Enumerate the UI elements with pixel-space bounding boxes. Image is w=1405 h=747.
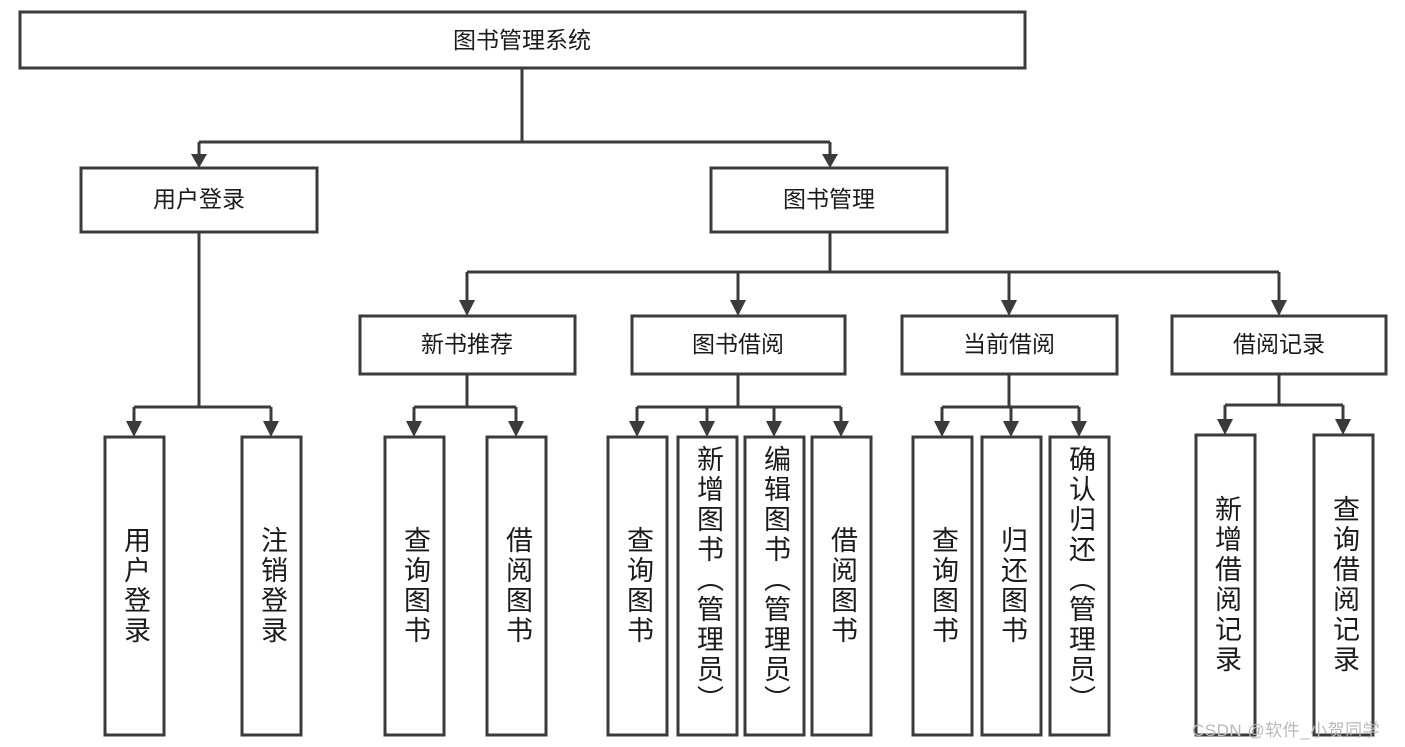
node-book-borrow[interactable]: 图书借阅 [630, 314, 847, 376]
leaf-box[interactable] [1194, 433, 1257, 737]
leaf-group-borrow-record [1194, 433, 1375, 737]
node-new-book-recommend-label: 新书推荐 [421, 331, 513, 357]
leaf-box[interactable] [606, 435, 669, 737]
leaf-group-book-borrow [606, 435, 873, 737]
node-root-system[interactable]: 图书管理系统 [18, 10, 1027, 70]
leaf-box[interactable] [980, 435, 1043, 737]
node-book-management[interactable]: 图书管理 [709, 166, 949, 234]
leaf-box[interactable] [743, 435, 806, 737]
node-borrow-record[interactable]: 借阅记录 [1170, 314, 1388, 376]
leaf-box[interactable] [1048, 435, 1111, 737]
leaf-box[interactable] [240, 435, 303, 737]
leaf-box[interactable] [911, 435, 974, 737]
node-borrow-record-label: 借阅记录 [1233, 331, 1325, 357]
leaf-box[interactable] [1312, 433, 1375, 737]
leaf-box[interactable] [485, 435, 548, 737]
leaf-box[interactable] [103, 435, 166, 737]
node-current-borrow[interactable]: 当前借阅 [900, 314, 1119, 376]
connector-book-mgmt-to-level3 [459, 232, 1287, 316]
leaf-box[interactable] [810, 435, 873, 737]
node-root-system-label: 图书管理系统 [453, 27, 591, 53]
connector-borrow-record-to-leaves [1217, 374, 1351, 435]
leaf-group-current-borrow [911, 435, 1111, 737]
csdn-watermark: CSDN @软件_小贺同学 [1192, 721, 1381, 740]
connector-user-login-to-leaves [126, 232, 279, 437]
node-new-book-recommend[interactable]: 新书推荐 [358, 314, 577, 376]
connector-current-borrow-to-leaves [934, 374, 1087, 437]
node-book-management-label: 图书管理 [783, 186, 875, 212]
connector-book-borrow-to-leaves [629, 374, 849, 437]
leaf-group-user-login [103, 435, 303, 737]
connector-new-book-rec-to-leaves [406, 374, 524, 437]
node-user-login-label: 用户登录 [153, 186, 245, 212]
node-book-borrow-label: 图书借阅 [692, 331, 784, 357]
leaf-box[interactable] [383, 435, 446, 737]
node-current-borrow-label: 当前借阅 [963, 331, 1055, 357]
leaf-box[interactable] [676, 435, 739, 737]
leaf-group-new-book-recommend [383, 435, 548, 737]
node-user-login[interactable]: 用户登录 [79, 166, 319, 234]
connector-root-to-level2 [191, 68, 838, 168]
